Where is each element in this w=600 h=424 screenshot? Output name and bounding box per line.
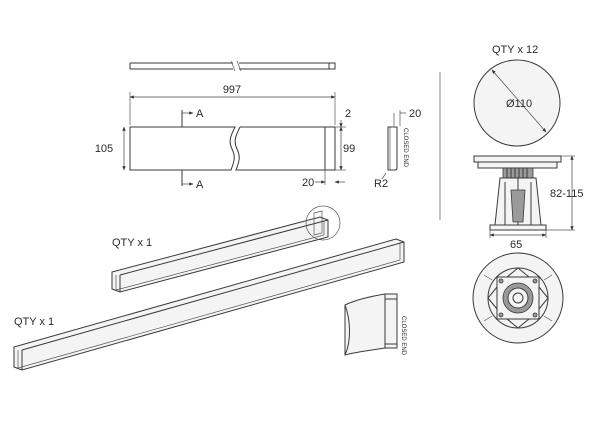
foot-plan-view: QTY x 12 Ø110 <box>473 44 561 147</box>
section-a-top: A <box>196 108 204 120</box>
foot-base-width-label: 65 <box>510 239 522 251</box>
end-width-label: 20 <box>409 108 421 120</box>
lower-strip-iso: QTY x 1 <box>13 238 405 371</box>
offset-20-label: 20 <box>302 177 314 189</box>
diameter-label: Ø110 <box>506 98 532 110</box>
foot-bottom-view <box>472 252 564 344</box>
foot-height-label: 82-115 <box>550 188 583 200</box>
elevation-view: 997 105 A A 2 99 20 <box>95 84 355 191</box>
profile-height-label: 99 <box>343 143 355 155</box>
radius-label: R2 <box>374 178 388 190</box>
qty-feet-label: QTY x 12 <box>492 44 538 56</box>
lip-small-label: 2 <box>345 108 351 120</box>
closed-end-label-top: CLOSED END <box>402 128 408 168</box>
closed-end-detail: CLOSED END <box>344 293 406 356</box>
qty-upper-strip-label: QTY x 1 <box>112 237 152 249</box>
length-label: 997 <box>223 84 241 96</box>
closed-end-label-bottom: CLOSED END <box>400 316 406 356</box>
upper-strip-iso: QTY x 1 <box>111 205 341 293</box>
qty-lower-strip-label: QTY x 1 <box>14 316 54 328</box>
height-label: 105 <box>95 143 113 155</box>
section-a-bottom: A <box>196 179 204 191</box>
end-profile: 20 CLOSED END R2 <box>374 108 421 190</box>
top-plan-strip <box>129 60 336 72</box>
foot-side-view: 82-115 65 <box>473 155 583 251</box>
